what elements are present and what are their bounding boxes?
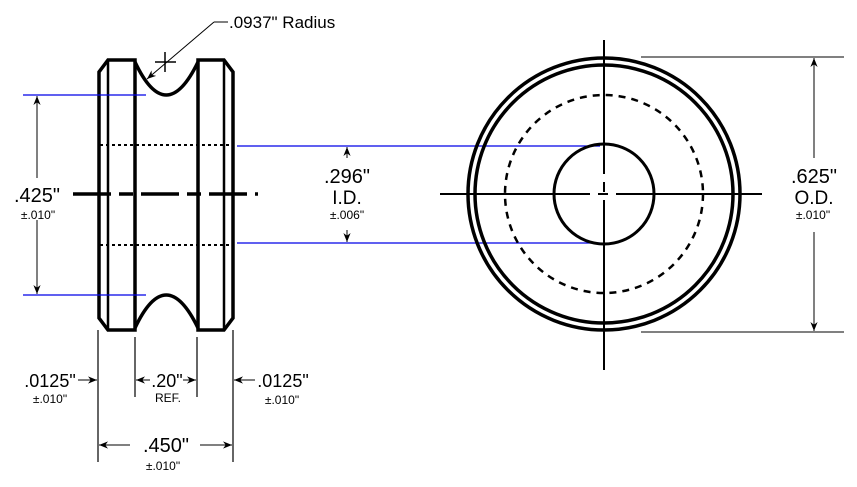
height-value: .425" [14,185,60,207]
width-dimensions: .0125" ±.010" .20" REF. .0125" ±.010" .4… [24,330,309,473]
od-dimension: .625" O.D. ±.010" [641,56,844,333]
projection-lines [23,94,600,296]
height-dimension: .425" ±.010" [14,96,60,294]
od-label: O.D. [794,188,833,209]
right-flange-value: .0125" [257,371,308,391]
height-tolerance: ±.010" [21,208,55,222]
id-label: I.D. [332,188,362,209]
id-dimension: .296" I.D. ±.006" [324,147,370,242]
right-flange-tolerance: ±.010" [265,393,299,407]
id-tolerance: ±.006" [330,208,364,222]
end-view [440,40,762,370]
width-tolerance: ±.010" [146,459,180,473]
left-flange-tolerance: ±.010" [33,392,67,406]
groove-top [133,61,200,97]
id-value: .296" [324,166,370,188]
radius-label: .0937" Radius [229,13,335,32]
side-view: .0937" Radius [73,13,335,332]
od-value: .625" [791,166,837,188]
groove-value: .20" [151,371,182,391]
width-value: .450" [143,435,189,457]
left-flange-value: .0125" [24,371,75,391]
groove-bottom [133,293,200,329]
groove-ref: REF. [155,391,181,405]
od-tolerance: ±.010" [796,208,830,222]
